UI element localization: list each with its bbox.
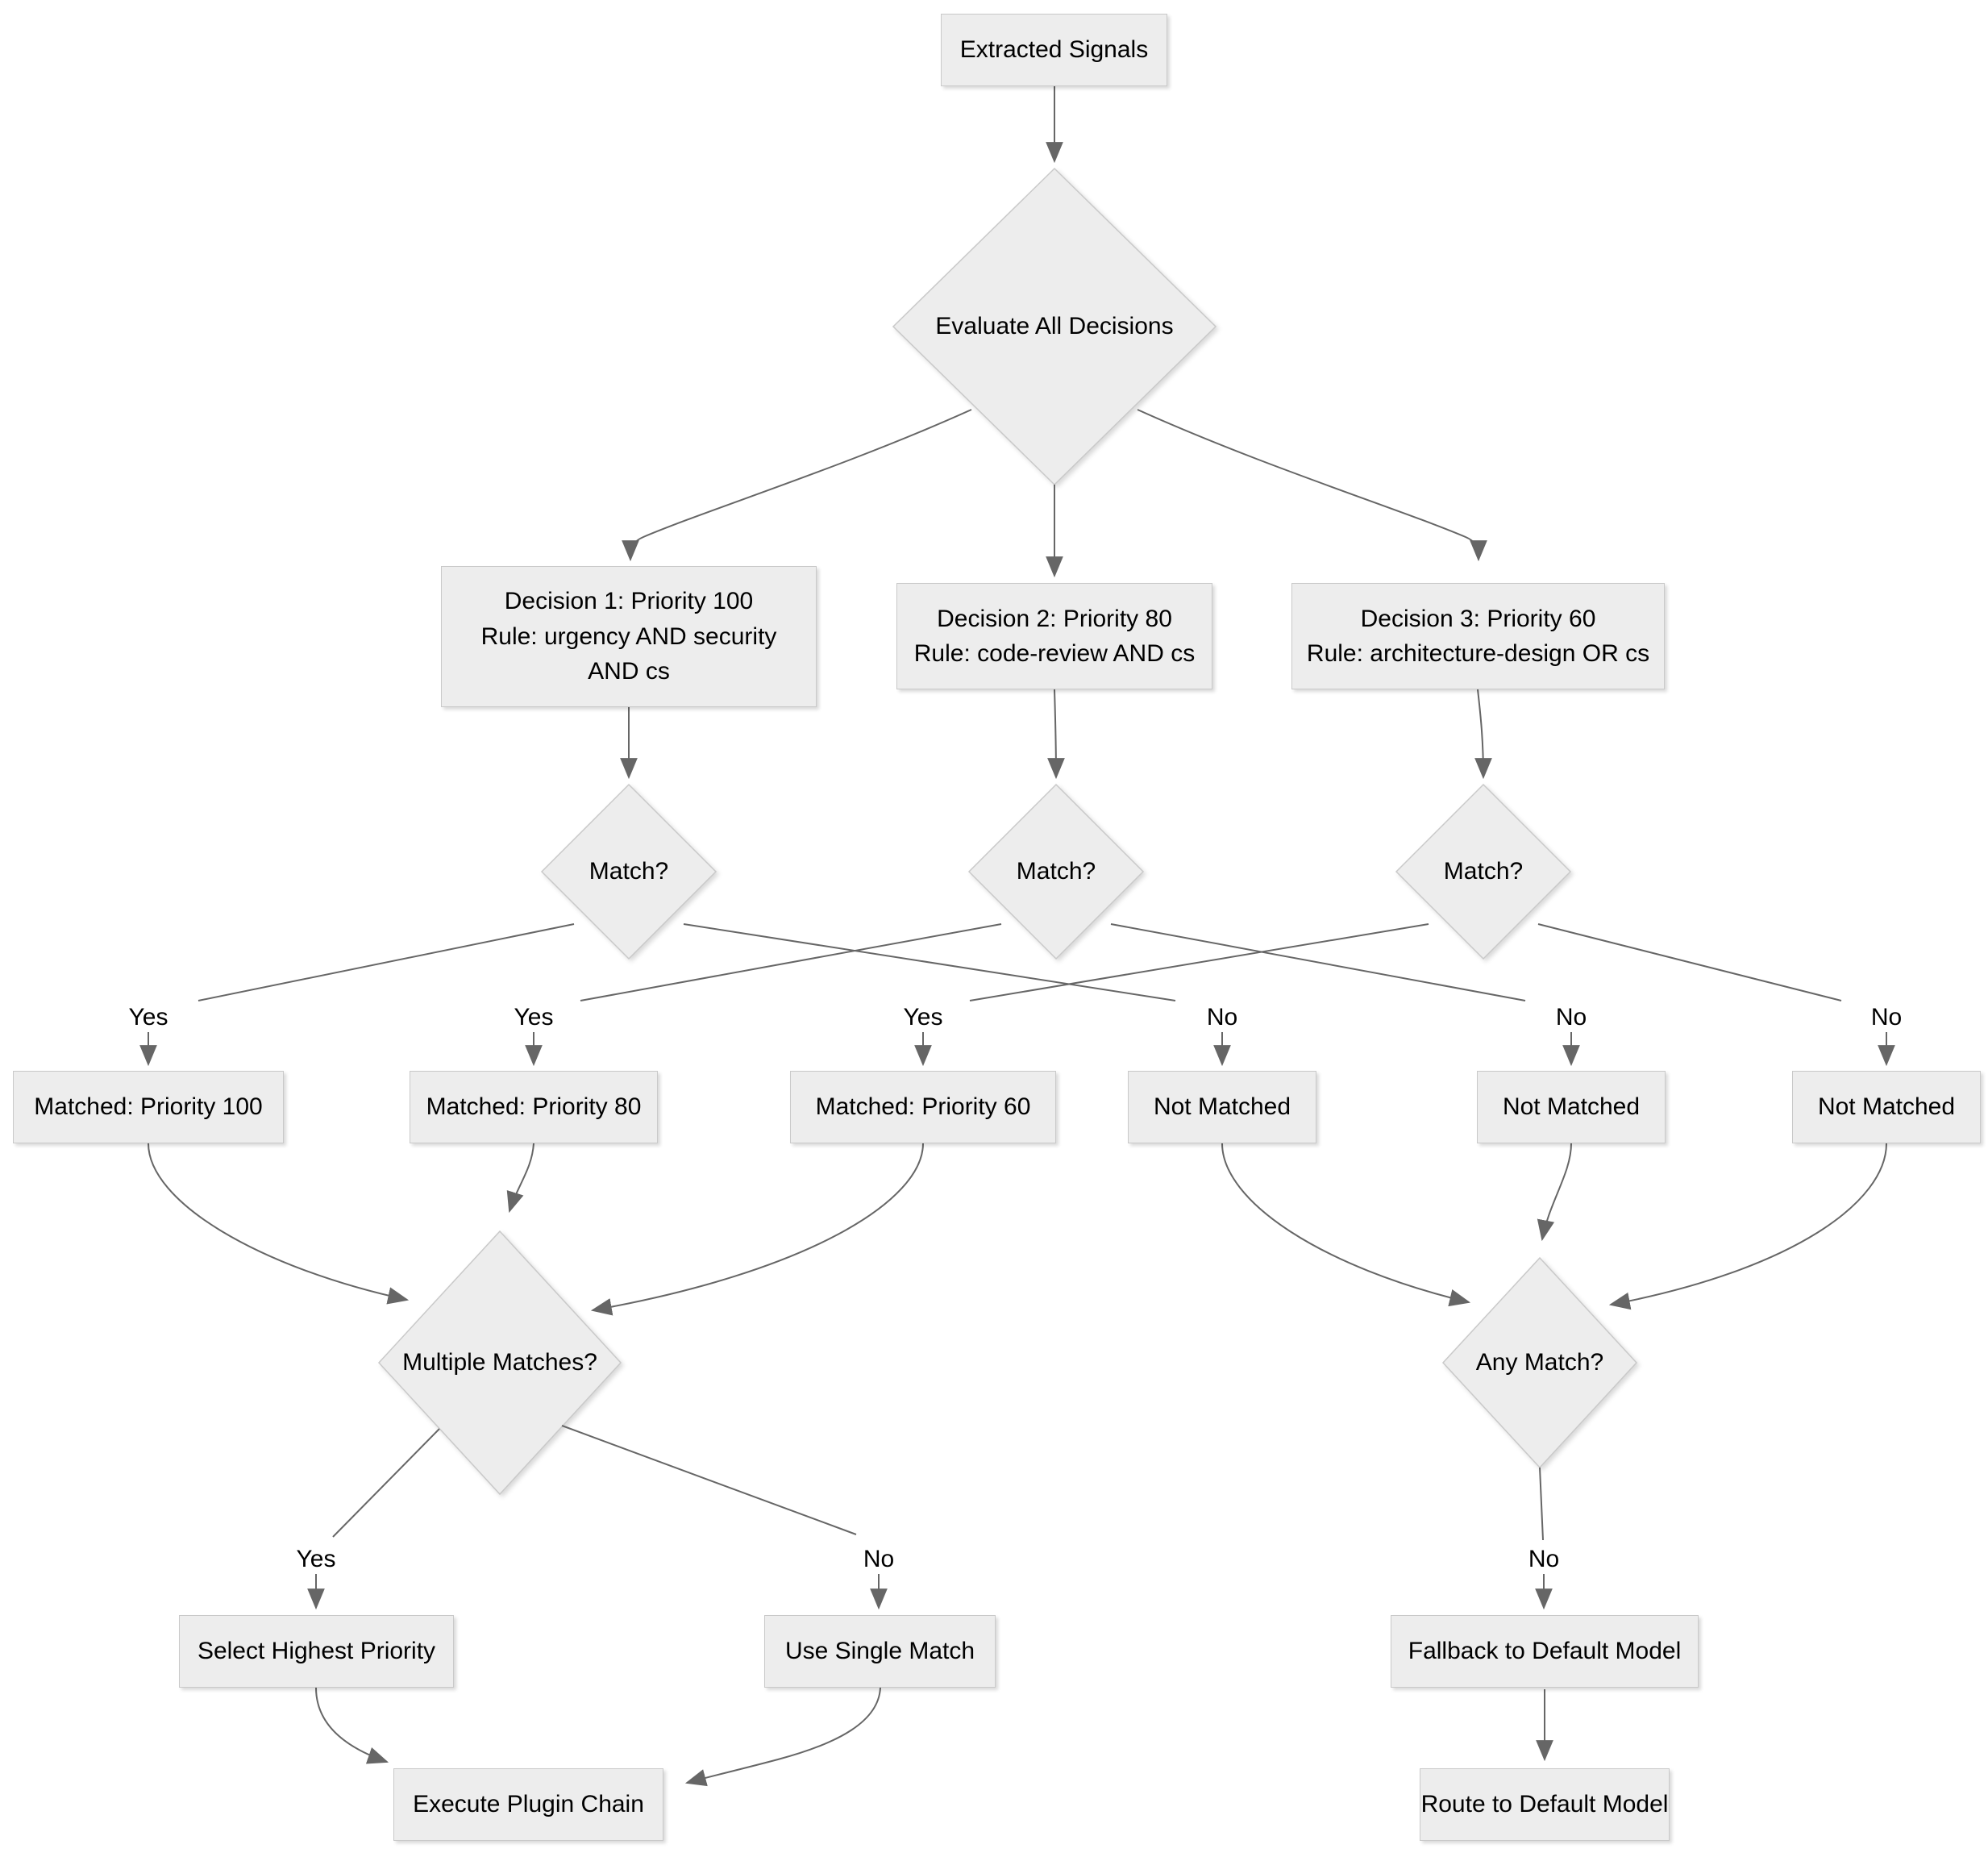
edge-match1-no-line: [683, 923, 1176, 1001]
node-decision1: Decision 1: Priority 100 Rule: urgency A…: [441, 566, 817, 707]
edge-matched100-to-multiple: [148, 1143, 410, 1305]
edge-decision3-to-match3: [1474, 689, 1492, 780]
edge-label-match3-no: No: [1867, 1004, 1906, 1031]
edge-notmatched1-to-anymatch: [1221, 1143, 1471, 1307]
node-evaluate-decisions-label: Evaluate All Decisions: [935, 313, 1174, 339]
node-matched-priority-60-label: Matched: Priority 60: [815, 1093, 1031, 1121]
edge-match2-yes-line: [580, 923, 1002, 1001]
edge-label-multiple-no: No: [859, 1546, 898, 1573]
edge-evaluate-to-decision1: [622, 409, 972, 562]
edge-match1-yes-line: [198, 923, 575, 1001]
node-not-matched-3-label: Not Matched: [1817, 1093, 1956, 1121]
edge-select-to-execute: [315, 1687, 389, 1764]
node-select-highest-priority-label: Select Highest Priority: [197, 1638, 436, 1665]
edge-multiple-no-line: [561, 1425, 857, 1535]
edge-label-match1-yes: Yes: [125, 1004, 172, 1031]
edge-multiple-yes-line: [332, 1428, 440, 1538]
node-matched-priority-100-label: Matched: Priority 100: [34, 1093, 263, 1121]
node-matched-priority-60: Matched: Priority 60: [790, 1071, 1056, 1143]
edge-matched80-to-multiple: [506, 1143, 534, 1214]
node-extracted-signals-label: Extracted Signals: [959, 36, 1149, 64]
node-route-to-default-model: Route to Default Model: [1420, 1768, 1670, 1841]
edge-match3-no-line: [1537, 923, 1842, 1001]
node-decision1-line2: Rule: urgency AND security: [480, 622, 777, 650]
node-route-to-default-model-label: Route to Default Model: [1420, 1791, 1669, 1818]
node-decision3-line1: Decision 3: Priority 60: [1360, 605, 1596, 632]
edge-evaluate-to-decision3: [1137, 409, 1487, 562]
edge-matched60-to-multiple: [590, 1143, 924, 1316]
multiple-matches-diamond: [377, 1230, 622, 1496]
node-not-matched-2-label: Not Matched: [1502, 1093, 1641, 1121]
node-execute-plugin-chain: Execute Plugin Chain: [393, 1768, 663, 1841]
node-decision2-line1: Decision 2: Priority 80: [937, 605, 1172, 632]
match2-diamond: [967, 783, 1145, 960]
node-match3-label: Match?: [1443, 858, 1524, 885]
node-select-highest-priority: Select Highest Priority: [179, 1615, 454, 1688]
node-decision1-line1: Decision 1: Priority 100: [504, 588, 754, 615]
node-any-match-label: Any Match?: [1475, 1349, 1604, 1376]
node-match1-label: Match?: [588, 858, 669, 885]
node-decision2-line2: Rule: code-review AND cs: [913, 640, 1196, 667]
node-extracted-signals: Extracted Signals: [941, 14, 1167, 86]
node-use-single-match-label: Use Single Match: [784, 1638, 975, 1665]
edge-label-match1-no: No: [1203, 1004, 1241, 1031]
edge-single-to-execute: [684, 1687, 881, 1787]
node-decision3-line2: Rule: architecture-design OR cs: [1306, 640, 1650, 667]
edge-label-multiple-yes: Yes: [293, 1546, 339, 1573]
node-matched-priority-80: Matched: Priority 80: [410, 1071, 658, 1143]
node-decision2: Decision 2: Priority 80 Rule: code-revie…: [896, 583, 1212, 689]
match1-diamond: [540, 783, 717, 960]
node-fallback-to-default-model: Fallback to Default Model: [1391, 1615, 1699, 1688]
node-use-single-match: Use Single Match: [764, 1615, 996, 1688]
node-not-matched-3: Not Matched: [1792, 1071, 1981, 1143]
match3-diamond: [1395, 783, 1572, 960]
node-not-matched-1-label: Not Matched: [1153, 1093, 1291, 1121]
edge-notmatched2-to-anymatch: [1537, 1143, 1572, 1242]
edge-label-match2-yes: Yes: [510, 1004, 557, 1031]
edge-label-anymatch-no: No: [1524, 1546, 1563, 1573]
node-multiple-matches-label: Multiple Matches?: [402, 1349, 597, 1376]
edge-notmatched3-to-anymatch: [1608, 1143, 1887, 1310]
edge-label-match3-yes: Yes: [900, 1004, 946, 1031]
node-not-matched-1: Not Matched: [1128, 1071, 1316, 1143]
node-decision1-line3: AND cs: [588, 658, 670, 685]
edge-match3-yes-line: [969, 923, 1429, 1001]
node-decision3: Decision 3: Priority 60 Rule: architectu…: [1291, 583, 1665, 689]
edge-match2-no-line: [1110, 923, 1526, 1001]
node-not-matched-2: Not Matched: [1477, 1071, 1666, 1143]
node-fallback-to-default-model-label: Fallback to Default Model: [1408, 1638, 1682, 1665]
node-matched-priority-80-label: Matched: Priority 80: [426, 1093, 642, 1121]
node-match2-label: Match?: [1016, 858, 1096, 885]
edge-decision2-to-match2: [1047, 689, 1065, 780]
edge-anymatch-no-line: [1539, 1467, 1544, 1541]
edge-label-match2-no: No: [1552, 1004, 1591, 1031]
node-execute-plugin-chain-label: Execute Plugin Chain: [413, 1791, 644, 1818]
node-matched-priority-100: Matched: Priority 100: [13, 1071, 284, 1143]
